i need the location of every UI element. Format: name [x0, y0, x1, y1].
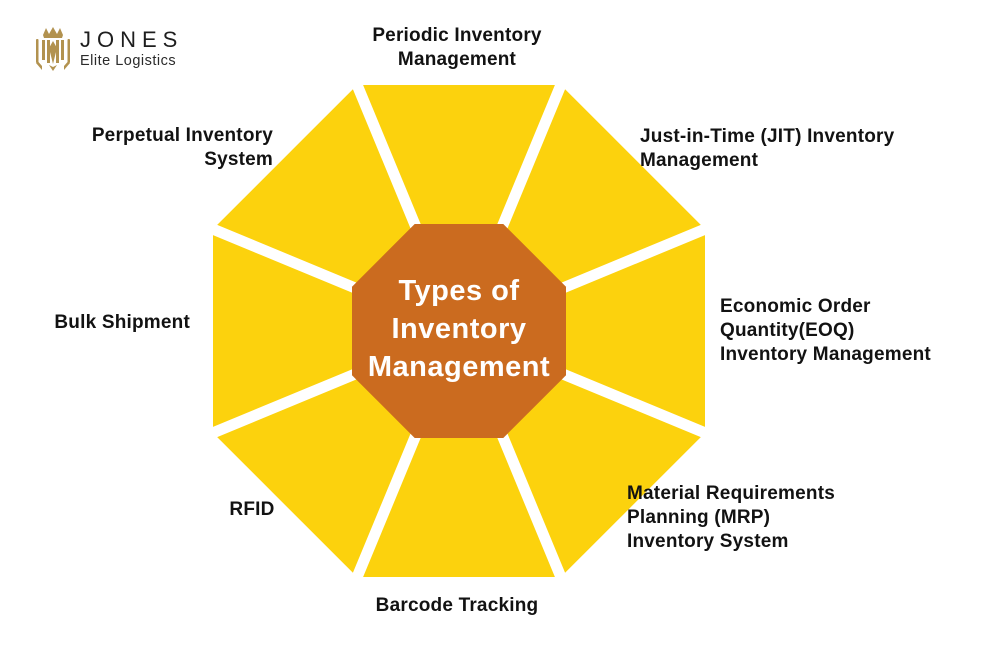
diagram-petal-jit: [506, 89, 701, 284]
diagram-petal-eoq: [563, 235, 705, 427]
label-rfid: RFID: [229, 499, 275, 520]
label-barcode-tracking: Barcode Tracking: [375, 595, 539, 616]
diagram-petal-periodic: [363, 85, 555, 227]
diagram-petal-barcode: [363, 435, 555, 577]
brand-name: JONES: [80, 27, 184, 52]
diagram-petal-perpetual: [217, 89, 412, 284]
jones-logo: JONES Elite Logistics: [36, 26, 183, 72]
label-periodic-inventory-management: Periodic Inventory Management: [372, 25, 542, 70]
label-jit-inventory-management: Just-in-Time (JIT) Inventory Management: [640, 126, 895, 171]
brand-tagline: Elite Logistics: [80, 53, 177, 69]
center-octagon: [352, 224, 566, 438]
label-mrp-inventory-system: Material Requirements Planning (MRP) Inv…: [627, 483, 835, 552]
diagram-petal-bulk: [213, 235, 355, 427]
diagram-petal-mrp: [506, 378, 701, 573]
diagram-center-title: Types of Inventory Management: [367, 275, 551, 383]
label-bulk-shipment: Bulk Shipment: [54, 312, 190, 333]
diagram-petal-rfid: [217, 378, 412, 573]
label-perpetual-inventory-system: Perpetual Inventory System: [91, 125, 273, 170]
label-eoq-inventory-management: Economic Order Quantity(EOQ) Inventory M…: [720, 296, 931, 365]
jones-crest-icon: [36, 27, 70, 71]
petal-group: [213, 85, 705, 577]
